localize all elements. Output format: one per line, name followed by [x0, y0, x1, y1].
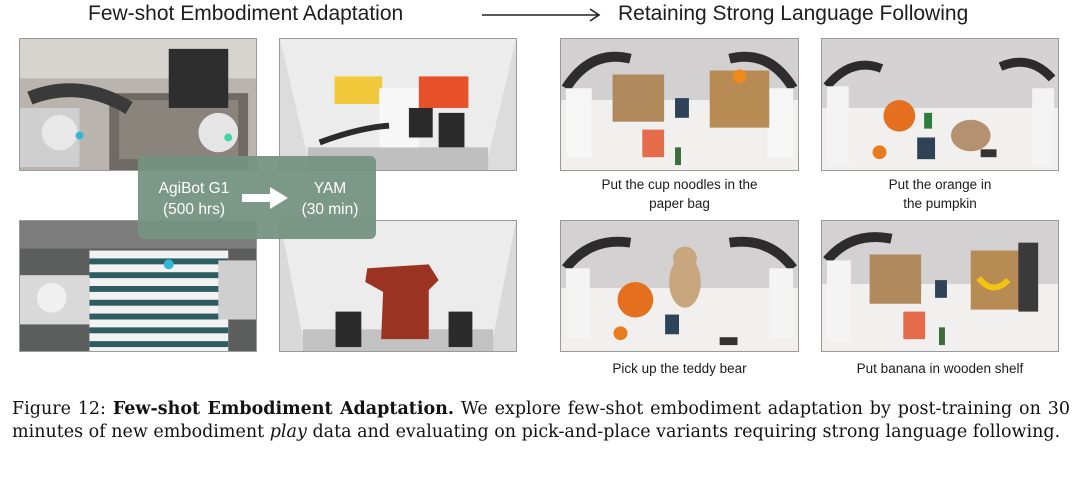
figure-text-2: data and evaluating on pick-and-place va… — [312, 421, 1061, 442]
figure-emphasis: play — [269, 421, 307, 442]
figure-label: Figure 12: — [12, 399, 106, 419]
task-caption-3: Pick up the teddy bear — [612, 361, 747, 376]
right-arrow-icon — [482, 8, 601, 22]
task-caption-2: Put the orange in the pumpkin — [888, 177, 992, 211]
source-name: AgiBot G1 — [158, 180, 230, 197]
task-photo-banana-shelf — [821, 220, 1059, 352]
task-photo-orange-pumpkin — [821, 38, 1059, 171]
left-heading: Few-shot Embodiment Adaptation — [88, 2, 404, 25]
transfer-box: AgiBot G1 (500 hrs) YAM (30 min) — [138, 156, 376, 239]
figure-title: Few-shot Embodiment Adaptation. — [112, 399, 454, 419]
task-photo-cup-noodles — [560, 38, 799, 171]
yam-photo-bottom — [279, 220, 517, 352]
transfer-arrow-icon — [242, 187, 288, 209]
task-caption-4: Put banana in wooden shelf — [856, 361, 1024, 376]
target-amount: (30 min) — [301, 201, 359, 218]
agibot-photo-top — [19, 38, 257, 171]
figure-caption: Figure 12: Few-shot Embodiment Adaptatio… — [12, 398, 1070, 443]
right-heading: Retaining Strong Language Following — [618, 2, 969, 25]
yam-photo-top — [279, 38, 517, 171]
task-photo-teddy-bear — [560, 220, 799, 352]
source-amount: (500 hrs) — [162, 201, 226, 218]
task-caption-1: Put the cup noodles in the paper bag — [601, 177, 758, 211]
agibot-photo-bottom — [19, 220, 257, 352]
target-name: YAM — [313, 180, 347, 197]
figure-text-1: We explore few-shot embodiment adaptatio… — [12, 399, 1070, 442]
